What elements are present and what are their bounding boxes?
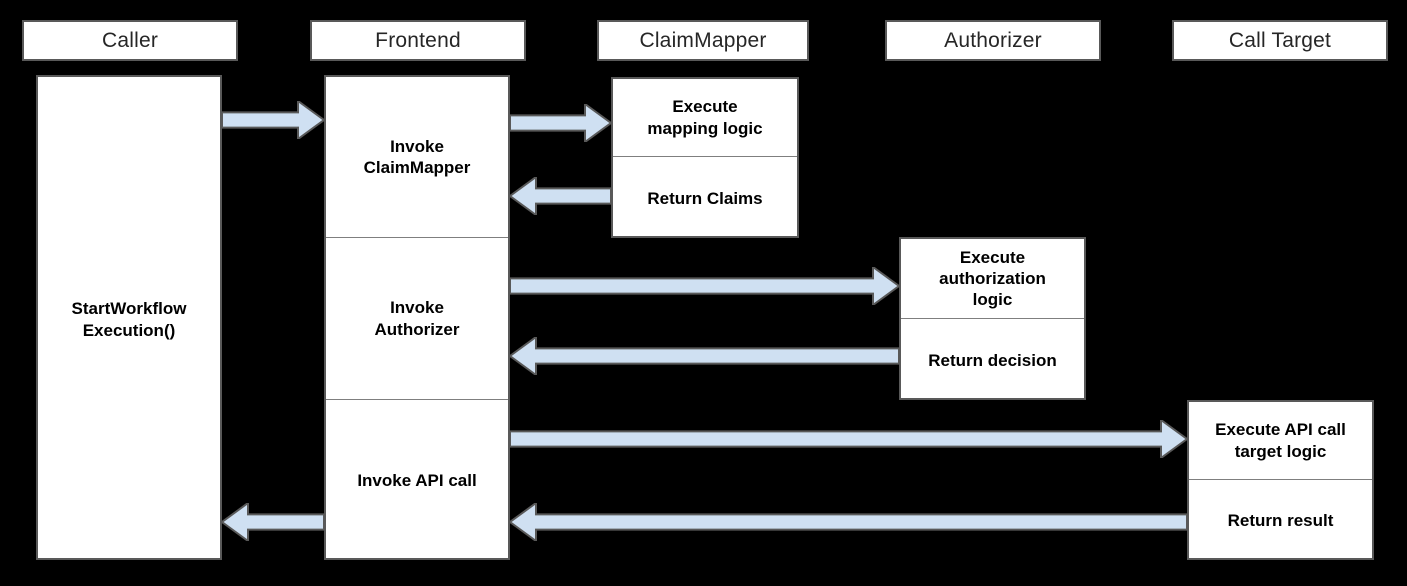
participant-header-calltarget[interactable]: Call Target: [1172, 20, 1388, 61]
msg-authorizer-to-frontend[interactable]: [510, 337, 899, 375]
participant-header-authorizer[interactable]: Authorizer: [885, 20, 1101, 61]
participant-header-claimmapper[interactable]: ClaimMapper: [597, 20, 809, 61]
msg-frontend-to-claimmapper[interactable]: [510, 104, 611, 142]
activation-segment-return-claims: Return Claims: [647, 188, 763, 208]
msg-calltarget-to-frontend[interactable]: [510, 503, 1187, 541]
activation-segment-invoke-api-call: Invoke API call: [357, 471, 477, 491]
activation-segment-return-result: Return result: [1227, 511, 1334, 531]
activation-segment-return-decision: Return decision: [928, 350, 1057, 370]
participant-header-frontend[interactable]: Frontend: [310, 20, 526, 61]
msg-caller-to-frontend[interactable]: [222, 101, 324, 139]
msg-frontend-to-calltarget[interactable]: [510, 420, 1187, 458]
msg-frontend-to-authorizer[interactable]: [510, 267, 899, 305]
msg-frontend-to-caller[interactable]: [222, 503, 324, 541]
msg-claimmapper-to-frontend[interactable]: [510, 177, 611, 215]
participant-header-caller[interactable]: Caller: [22, 20, 238, 61]
